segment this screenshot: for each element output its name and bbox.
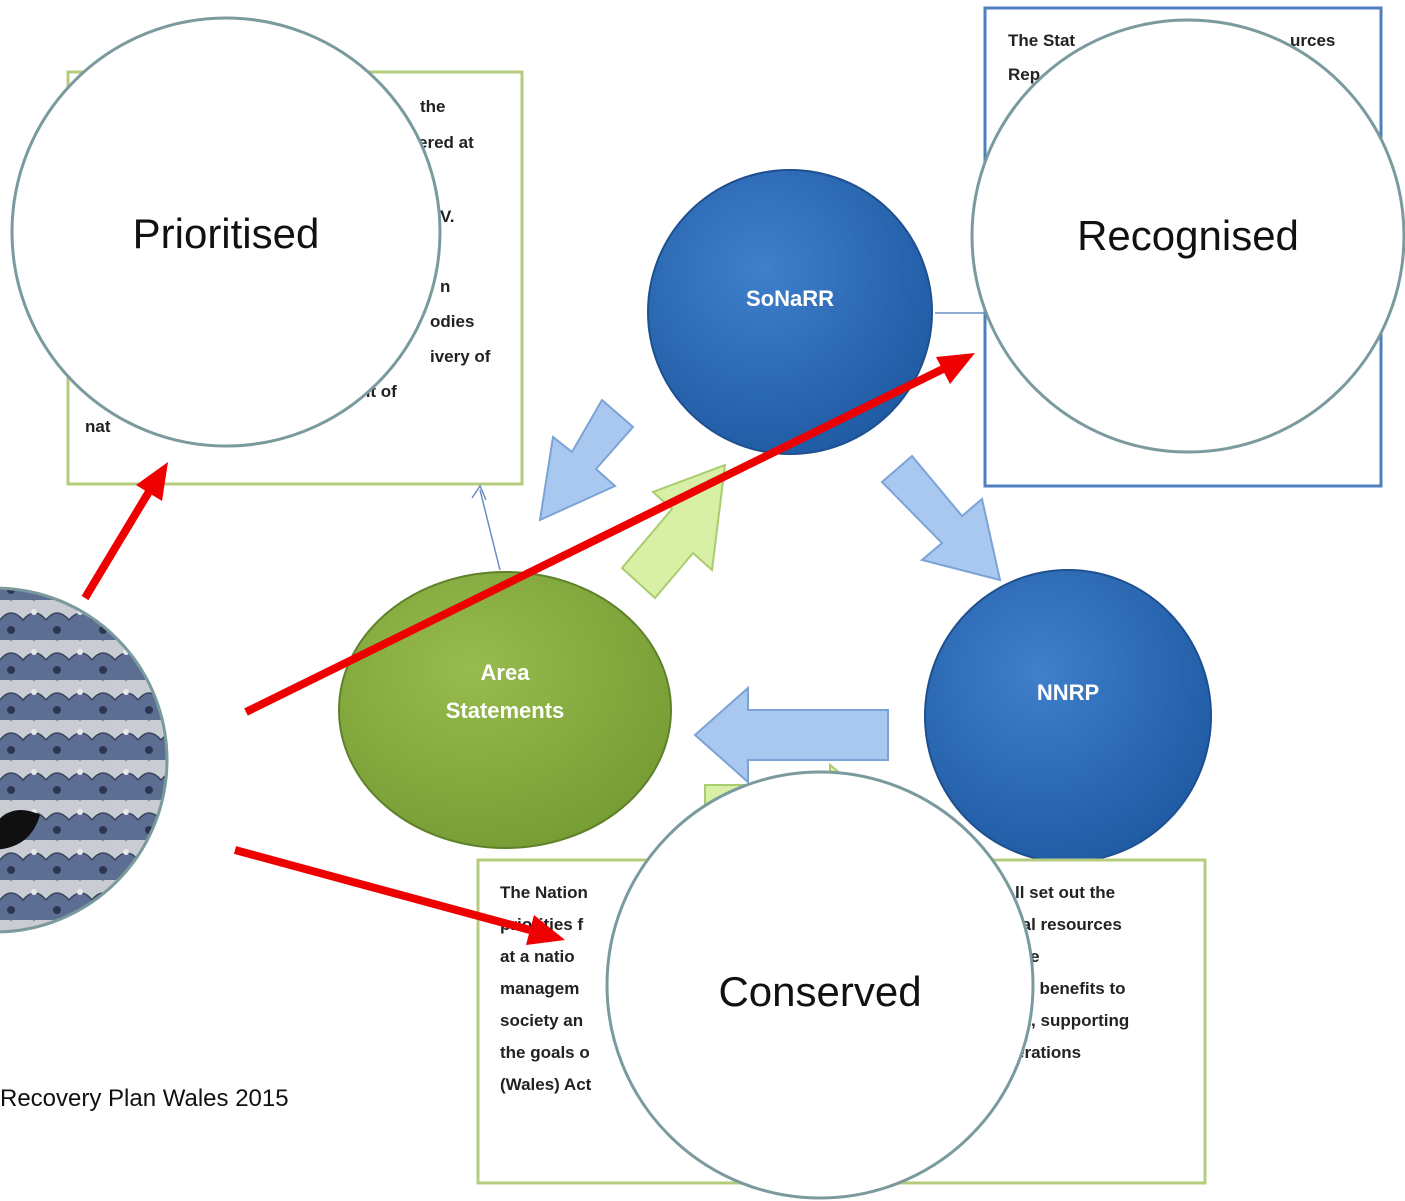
bottom-box-line: society an [500, 1011, 583, 1030]
conserved-circle: Conserved [605, 770, 1035, 1200]
recognised-circle: Recognised [970, 18, 1405, 454]
left-box-line: nat [85, 417, 111, 436]
right-box-line: urces [1290, 31, 1335, 50]
bottom-box-line: nt, supporting [1015, 1011, 1129, 1030]
area-statements-node [338, 571, 672, 849]
right-box-line: The Stat [1008, 31, 1075, 50]
block-arrow-sonarr-to-area [538, 398, 635, 522]
left-box-line: ivery of [430, 347, 491, 366]
left-box-line: the [420, 97, 446, 116]
bottom-box-line: the goals o [500, 1043, 590, 1062]
right-box-line: Rep [1008, 65, 1040, 84]
bottom-box-line: ll set out the [1015, 883, 1115, 902]
bottom-box-line: at a natio [500, 947, 575, 966]
red-arrow-to-prioritised [81, 462, 168, 601]
sonarr-label: SoNaRR [746, 286, 834, 311]
bottom-box-line: (Wales) Act [500, 1075, 592, 1094]
connector-arrowhead [471, 484, 487, 501]
recognised-label: Recognised [1077, 212, 1299, 259]
bottom-box-line: erations [1015, 1043, 1081, 1062]
conserved-label: Conserved [718, 968, 921, 1015]
area-statements-label-line2: Statements [446, 698, 565, 723]
area-statements-label-line1: Area [481, 660, 531, 685]
prioritised-label: Prioritised [133, 210, 320, 257]
block-arrow-sonarr-to-nnrp [880, 454, 1002, 582]
source-caption: Recovery Plan Wales 2015 [0, 1085, 289, 1112]
block-arrow-nnrp-to-area [693, 685, 889, 785]
left-box-line: odies [430, 312, 474, 331]
adder-photo [0, 586, 169, 934]
bottom-box-line: The Nation [500, 883, 588, 902]
left-box-line: n [440, 277, 450, 296]
red-arrow-to-conserved [233, 846, 565, 945]
sonarr-node [647, 169, 933, 455]
bottom-box-line: ral resources [1015, 915, 1122, 934]
prioritised-circle: Prioritised [10, 16, 442, 448]
bottom-box-line: managem [500, 979, 579, 998]
nnrp-label: NNRP [1037, 680, 1099, 705]
nnrp-node [924, 569, 1212, 863]
bottom-box-line: de benefits to [1015, 979, 1126, 998]
left-box-line: V. [440, 207, 455, 226]
connector-line [479, 489, 501, 571]
left-box-line: ered at [418, 133, 474, 152]
red-arrow-to-recognised [244, 353, 975, 716]
